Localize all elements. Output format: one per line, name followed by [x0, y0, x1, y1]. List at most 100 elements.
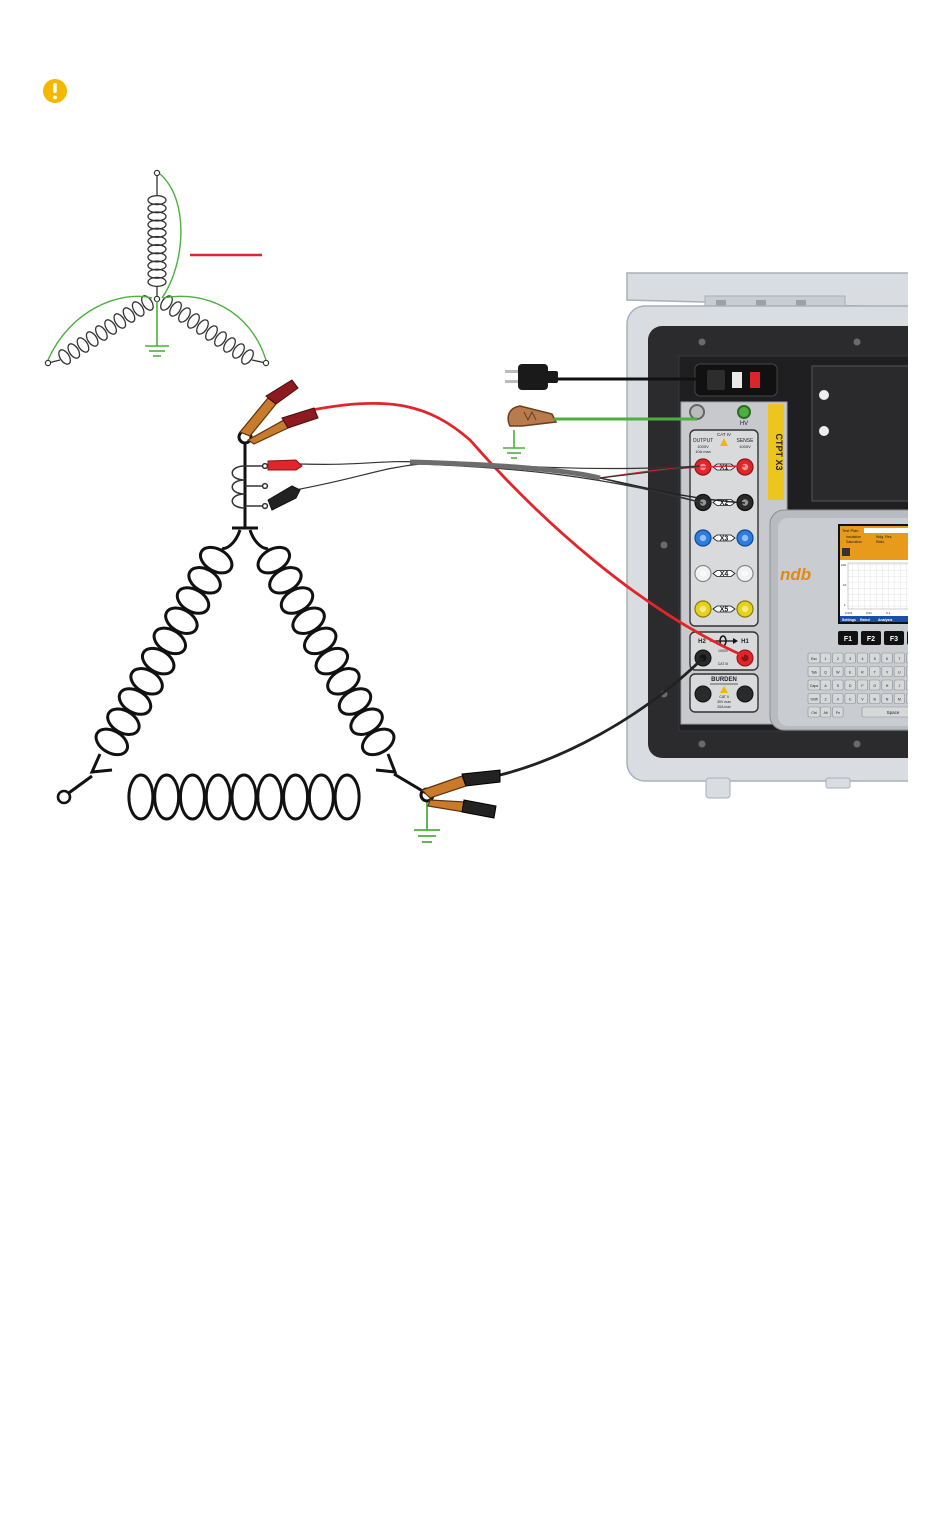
burden-cat: CAT II	[719, 695, 729, 699]
key-keys_row4-5[interactable]	[869, 693, 881, 704]
sense-label: SENSE	[737, 438, 755, 444]
wye-coil-top	[147, 174, 167, 299]
delta-transformer	[65, 443, 427, 821]
key-keys_row4-6[interactable]	[881, 693, 893, 704]
key-keys_row4-7[interactable]	[893, 693, 905, 704]
key-label: 1	[825, 657, 827, 661]
key-label: 6	[886, 657, 888, 661]
bottom-kelvin-clamp	[419, 769, 501, 819]
key-keys_row3-6[interactable]	[881, 679, 893, 691]
key-keys_row4-4[interactable]	[856, 693, 869, 704]
f3-key[interactable]: F3	[890, 636, 898, 643]
brand-logo: ndb	[780, 565, 811, 584]
key-keys_row5-2[interactable]	[832, 706, 844, 718]
wye-neutral-node	[153, 295, 161, 303]
key-keys_row4-2[interactable]	[832, 693, 844, 704]
screen-ytick-0: 100	[841, 563, 846, 567]
tap-label-x1: X1	[720, 465, 729, 472]
output-rating: 1000V	[697, 444, 709, 449]
h-rating: 1000V	[718, 649, 729, 653]
sense-rating: 1000V	[739, 444, 751, 449]
output-current: 10A max	[695, 449, 711, 454]
tap-label-x3: X3	[720, 536, 729, 543]
key-keys_row2-7[interactable]	[893, 666, 905, 677]
jack-burden-right	[736, 685, 754, 703]
key-label: N	[886, 697, 889, 701]
key-keys_row2-5[interactable]	[869, 666, 881, 677]
key-label: B	[874, 697, 877, 701]
key-keys_row2-2[interactable]	[832, 666, 844, 677]
f2-key[interactable]: F2	[867, 636, 875, 643]
space-key[interactable]: Space	[887, 710, 900, 715]
wye-terminal-top	[153, 169, 161, 177]
key-keys_row1-4[interactable]	[856, 652, 869, 664]
tap-label-x5: X5	[720, 607, 729, 614]
delta-coil-left	[94, 545, 234, 757]
hv-label: HV	[740, 421, 748, 427]
key-keys_row1-3[interactable]	[844, 652, 856, 664]
key-keys_row1-5[interactable]	[869, 652, 881, 664]
wye-coil-top-loops	[147, 194, 167, 288]
tap-label-x2: X2	[720, 500, 729, 507]
black-lead-h2	[499, 657, 704, 777]
key-keys_row3-7[interactable]	[893, 679, 905, 691]
key-keys_row2-4[interactable]	[856, 666, 869, 677]
key-keys_row2-1[interactable]	[819, 666, 832, 677]
key-keys_row1-1[interactable]	[819, 652, 832, 664]
key-keys_row1-2[interactable]	[832, 652, 844, 664]
key-label: Shift	[810, 697, 817, 701]
key-label: Alt	[823, 711, 827, 715]
screen-tab-2[interactable]: Analysis	[878, 618, 892, 622]
h-cat: CAT III	[718, 662, 729, 666]
key-keys_row1-8[interactable]	[906, 652, 917, 664]
key-keys_row3-2[interactable]	[832, 679, 844, 691]
delta-terminal-left	[56, 789, 72, 805]
key-keys_row3-4[interactable]	[856, 679, 869, 691]
key-label: X	[837, 697, 840, 701]
h2-label: H2	[698, 639, 706, 645]
key-label: U	[898, 670, 901, 674]
key-keys_row1-6[interactable]	[881, 652, 893, 664]
screen-test-plan: Test Plan	[842, 528, 858, 533]
screen-option-0: Insulation	[846, 535, 861, 539]
screen-tab-0[interactable]: Settings	[842, 618, 856, 622]
key-label: A	[824, 684, 827, 688]
key-keys_row3-8[interactable]	[906, 679, 917, 691]
exclamation-icon	[43, 79, 67, 103]
f1-key[interactable]: F1	[844, 636, 852, 643]
key-keys_row4-3[interactable]	[844, 693, 856, 704]
key-label: 3	[849, 657, 851, 661]
key-keys_row2-3[interactable]	[844, 666, 856, 677]
key-keys_row5-1[interactable]	[819, 706, 832, 718]
burden-rating-v: 30V max	[717, 700, 731, 704]
key-label: E	[849, 670, 852, 674]
key-label: Caps	[810, 684, 819, 688]
key-label: V	[861, 697, 864, 701]
key-keys_row3-1[interactable]	[819, 679, 832, 691]
key-keys_row3-3[interactable]	[844, 679, 856, 691]
key-label: 4	[861, 657, 863, 661]
model-label: CTPT X3	[774, 433, 784, 470]
key-label: Tab	[811, 670, 817, 674]
key-label: M	[898, 697, 901, 701]
key-label: Q	[824, 670, 827, 674]
burden-rating-a: 20A max	[717, 705, 731, 709]
top-kelvin-clamp	[237, 379, 319, 445]
key-keys_row1-7[interactable]	[893, 652, 905, 664]
screen-option-1: Saturation	[846, 540, 862, 544]
key-keys_row4-8[interactable]	[906, 693, 917, 704]
key-label: 7	[898, 657, 900, 661]
ct-coil	[231, 462, 269, 510]
key-keys_row3-5[interactable]	[869, 679, 881, 691]
ground-icon	[145, 301, 169, 357]
key-keys_row2-8[interactable]	[906, 666, 917, 677]
wye-green-arc-left	[47, 295, 153, 361]
screen-xtick-0: 0.001	[845, 611, 853, 615]
screen-tab-1[interactable]: Rated	[860, 618, 870, 622]
key-keys_row4-1[interactable]	[819, 693, 832, 704]
screen-xtick-1: 0.01	[866, 611, 872, 615]
burden-label: BURDEN	[711, 677, 737, 683]
key-label: F	[861, 684, 864, 688]
key-keys_row2-6[interactable]	[881, 666, 893, 677]
red-lead-h1	[311, 401, 745, 658]
